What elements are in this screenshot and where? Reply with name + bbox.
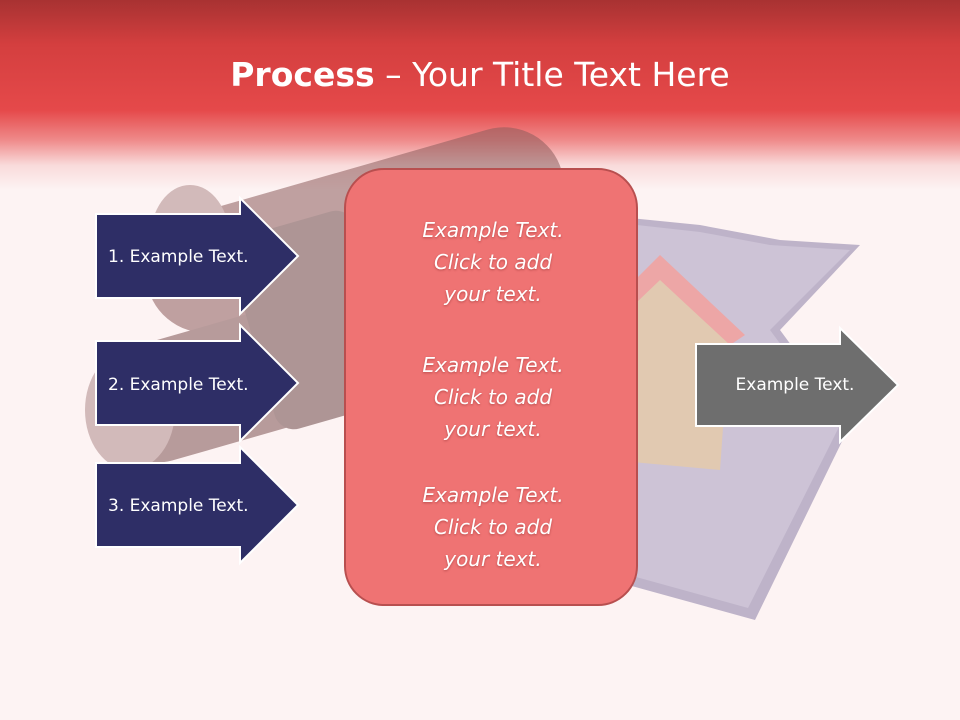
center-block-1-line2: Click to add xyxy=(433,250,553,274)
center-block-2-line3: your text. xyxy=(444,417,542,441)
title-rest: – Your Title Text Here xyxy=(374,55,730,94)
left-arrow-2-label: 2. Example Text. xyxy=(108,375,249,395)
center-block-3-line3: your text. xyxy=(444,547,542,571)
left-arrow-1-label: 1. Example Text. xyxy=(108,247,249,267)
center-block-1-line3: your text. xyxy=(444,282,542,306)
right-arrow[interactable]: Example Text. xyxy=(695,325,900,445)
center-text-box[interactable]: Example Text. Click to add your text. Ex… xyxy=(344,168,638,606)
left-arrow-1[interactable]: 1. Example Text. xyxy=(95,195,300,317)
left-arrow-2[interactable]: 2. Example Text. xyxy=(95,322,300,444)
title-bold: Process xyxy=(230,55,375,94)
center-block-2-line2: Click to add xyxy=(433,385,553,409)
left-arrow-3-label: 3. Example Text. xyxy=(108,496,249,516)
center-block-1: Example Text. Click to add your text. xyxy=(346,214,640,310)
center-block-1-line1: Example Text. xyxy=(422,218,564,242)
slide-title[interactable]: Process – Your Title Text Here xyxy=(0,50,960,100)
center-block-2: Example Text. Click to add your text. xyxy=(346,349,640,445)
right-arrow-label: Example Text. xyxy=(736,375,855,395)
center-block-3-line2: Click to add xyxy=(433,515,553,539)
center-block-3: Example Text. Click to add your text. xyxy=(346,479,640,575)
left-arrow-3[interactable]: 3. Example Text. xyxy=(95,444,300,566)
center-block-3-line1: Example Text. xyxy=(422,483,564,507)
center-block-2-line1: Example Text. xyxy=(422,353,564,377)
